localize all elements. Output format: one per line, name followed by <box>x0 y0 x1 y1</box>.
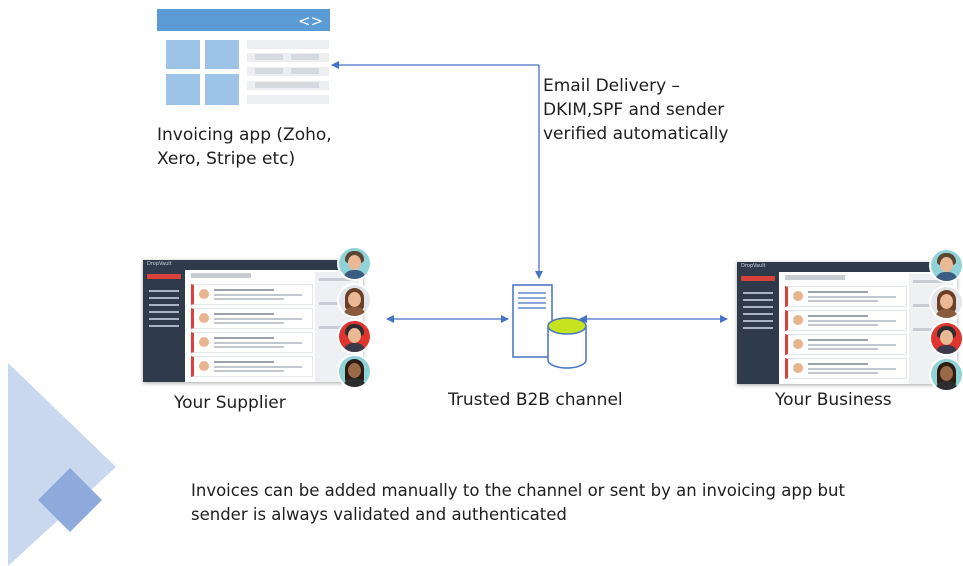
app-filter-bar <box>191 273 251 278</box>
avatar-woman-curly <box>339 356 370 387</box>
message-row <box>191 284 313 305</box>
side-line <box>743 306 773 308</box>
app-topbar <box>737 262 957 272</box>
business-app-window: DropVault <box>737 262 957 384</box>
svg-text:<>: <> <box>298 12 323 30</box>
supplier-app-window: DropVault <box>143 260 363 382</box>
app-brand: DropVault <box>741 263 766 269</box>
side-line <box>149 311 179 313</box>
side-line <box>743 320 773 322</box>
side-line <box>743 292 773 294</box>
message-row <box>785 334 907 355</box>
decorative-diamond <box>8 363 116 566</box>
app-side-button <box>147 274 181 279</box>
channel-label: Trusted B2B channel <box>448 390 623 410</box>
message-row <box>191 308 313 329</box>
message-row <box>785 358 907 379</box>
server-database-icon <box>512 284 587 369</box>
app-brand: DropVault <box>147 261 172 267</box>
app-sidebar <box>143 260 185 382</box>
message-row <box>785 286 907 307</box>
app-filter-bar <box>785 275 845 280</box>
message-row <box>191 356 313 377</box>
email-delivery-line2: DKIM,SPF and sender <box>543 100 725 120</box>
email-delivery-line1: Email Delivery – <box>543 76 681 96</box>
avatar-woman <box>339 285 370 316</box>
avatar-woman <box>931 287 962 318</box>
app-side-button <box>741 276 775 281</box>
side-line <box>149 290 179 292</box>
business-label: Your Business <box>775 390 892 410</box>
side-line <box>149 297 179 299</box>
side-line <box>743 313 773 315</box>
side-line <box>149 325 179 327</box>
avatar-man-glasses <box>339 321 370 352</box>
avatar-woman-curly <box>931 359 962 390</box>
footer-note: Invoices can be added manually to the ch… <box>191 479 845 527</box>
footer-line2: sender is always validated and authentic… <box>191 505 567 524</box>
side-line <box>149 318 179 320</box>
footer-line1: Invoices can be added manually to the ch… <box>191 481 845 500</box>
invoicing-app-label: Invoicing app (Zoho, Xero, Stripe etc) <box>157 123 332 171</box>
avatar-man-glasses <box>931 323 962 354</box>
message-row <box>785 310 907 331</box>
app-topbar <box>143 260 363 270</box>
avatar-man-beard <box>339 248 370 279</box>
invoicing-app-icon: <> <box>157 9 330 105</box>
email-delivery-line3: verified automatically <box>543 124 729 144</box>
invoicing-app-label-line2: Xero, Stripe etc) <box>157 149 296 169</box>
avatar-man-beard <box>931 250 962 281</box>
supplier-label: Your Supplier <box>174 393 286 413</box>
message-row <box>191 332 313 353</box>
side-line <box>149 304 179 306</box>
invoicing-app-label-line1: Invoicing app (Zoho, <box>157 125 332 145</box>
email-delivery-note: Email Delivery – DKIM,SPF and sender ver… <box>543 74 729 146</box>
app-sidebar <box>737 262 779 384</box>
side-line <box>743 299 773 301</box>
side-line <box>743 327 773 329</box>
